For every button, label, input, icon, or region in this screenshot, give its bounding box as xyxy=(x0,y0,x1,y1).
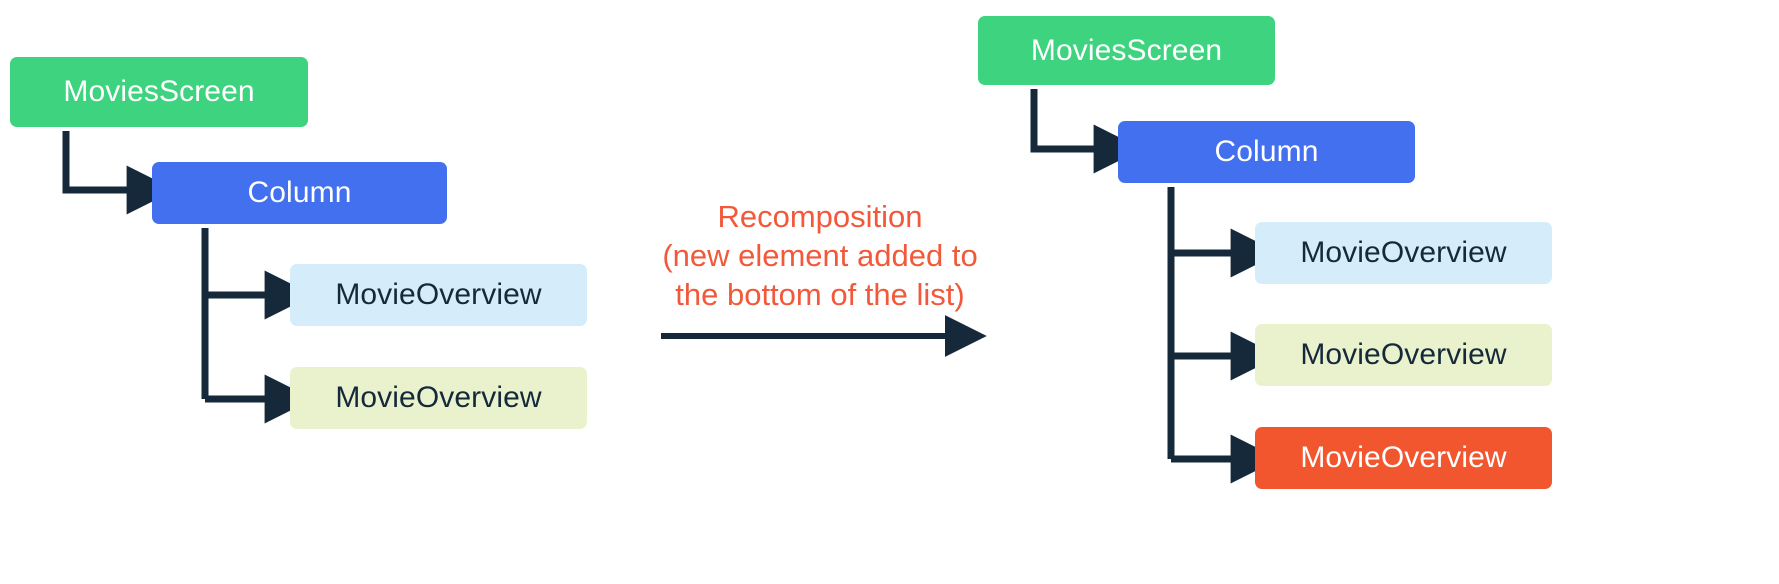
wire-right-column-to-children xyxy=(1167,187,1280,484)
node-right-movieoverview-3-label: MovieOverview xyxy=(1300,441,1507,474)
node-left-moviesscreen-label: MoviesScreen xyxy=(63,75,255,108)
node-right-column[interactable]: Column xyxy=(1118,121,1415,183)
wire-left-moviesscreen-to-column xyxy=(62,131,176,215)
recomposition-caption: Recomposition (new element added to the … xyxy=(660,197,980,314)
node-right-moviesscreen-label: MoviesScreen xyxy=(1030,33,1223,67)
node-left-movieoverview-1-label: MovieOverview xyxy=(335,278,542,311)
node-left-column[interactable]: Column xyxy=(152,162,447,224)
recomposition-caption-line-2: (new element added to xyxy=(662,238,978,274)
node-left-movieoverview-2[interactable]: MovieOverview xyxy=(290,367,587,429)
recomposition-caption-line-1: Recomposition xyxy=(717,199,923,234)
node-right-column-label: Column xyxy=(1214,135,1319,168)
node-right-movieoverview-3-new[interactable]: MovieOverview xyxy=(1255,427,1552,489)
node-right-movieoverview-2-label: MovieOverview xyxy=(1300,338,1507,371)
node-left-movieoverview-1[interactable]: MovieOverview xyxy=(290,264,587,326)
node-right-moviesscreen[interactable]: MoviesScreen xyxy=(978,16,1275,85)
wire-left-column-to-children xyxy=(201,228,314,424)
node-right-movieoverview-2[interactable]: MovieOverview xyxy=(1255,324,1552,386)
node-left-moviesscreen[interactable]: MoviesScreen xyxy=(10,57,308,127)
node-right-movieoverview-1[interactable]: MovieOverview xyxy=(1255,222,1552,284)
node-left-movieoverview-2-label: MovieOverview xyxy=(335,381,542,414)
wire-right-moviesscreen-to-column xyxy=(1030,89,1143,174)
node-right-movieoverview-1-label: MovieOverview xyxy=(1300,236,1507,269)
node-left-column-label: Column xyxy=(247,176,352,209)
recomposition-caption-line-3: the bottom of the list) xyxy=(675,277,965,313)
